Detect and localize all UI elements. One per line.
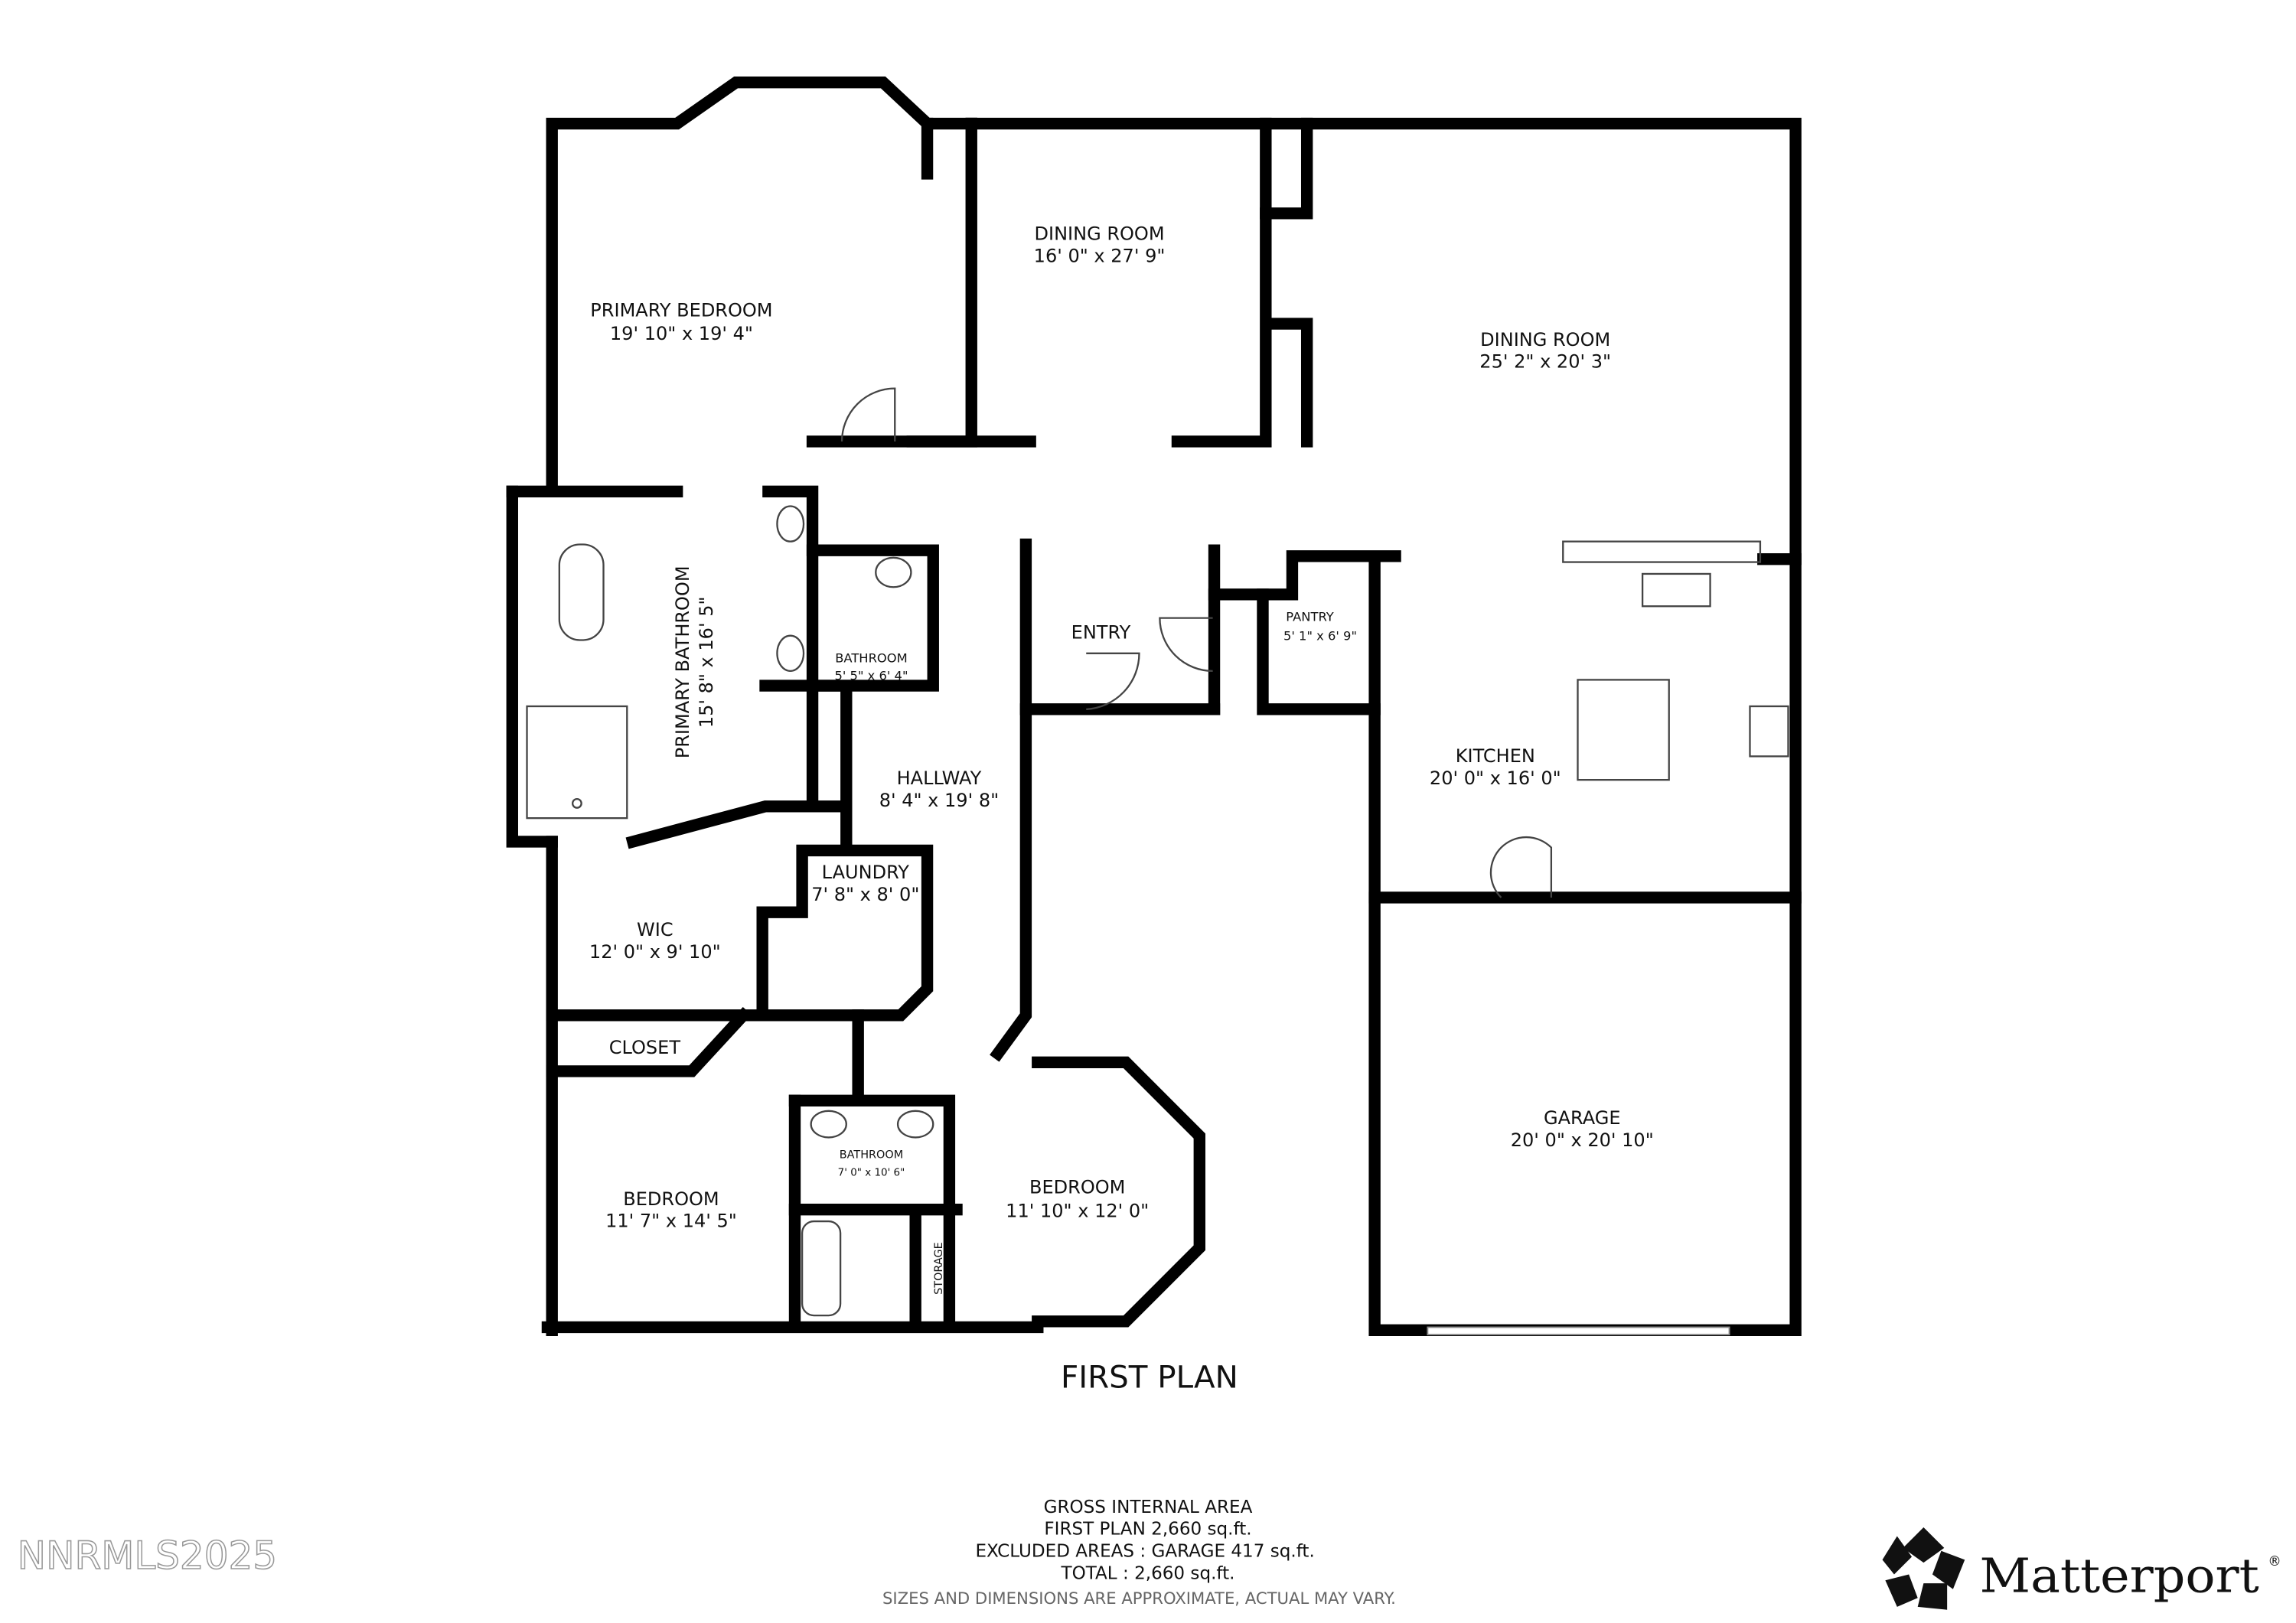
svg-text:BEDROOM: BEDROOM xyxy=(623,1188,719,1210)
svg-text:16' 0" x 27' 9": 16' 0" x 27' 9" xyxy=(1034,245,1166,266)
svg-text:25' 2" x 20' 3": 25' 2" x 20' 3" xyxy=(1479,351,1611,373)
svg-text:SIZES AND DIMENSIONS ARE APPRO: SIZES AND DIMENSIONS ARE APPROXIMATE, AC… xyxy=(882,1589,1396,1608)
svg-text:EXCLUDED AREAS : GARAGE 417 s: EXCLUDED AREAS : GARAGE 417 sq.ft. xyxy=(975,1541,1314,1561)
walls xyxy=(506,76,1802,1337)
svg-text:KITCHEN: KITCHEN xyxy=(1456,745,1535,767)
svg-text:FIRST PLAN 2,660 sq.ft.: FIRST PLAN 2,660 sq.ft. xyxy=(1044,1520,1251,1540)
svg-text:7' 8" x 8' 0": 7' 8" x 8' 0" xyxy=(811,884,919,905)
svg-text:DINING ROOM: DINING ROOM xyxy=(1480,329,1610,350)
svg-text:CLOSET: CLOSET xyxy=(609,1037,681,1058)
svg-text:BEDROOM: BEDROOM xyxy=(1029,1177,1125,1198)
fixtures xyxy=(526,387,1789,1336)
svg-text:GROSS INTERNAL AREA: GROSS INTERNAL AREA xyxy=(1044,1498,1253,1517)
svg-text:15' 8" x 16' 5": 15' 8" x 16' 5" xyxy=(696,596,717,728)
svg-text:LAUNDRY: LAUNDRY xyxy=(822,862,910,883)
room-bathroom-bottom: BATHROOM 7' 0" x 10' 6" xyxy=(838,1149,905,1178)
area-summary: GROSS INTERNAL AREA FIRST PLAN 2,660 sq.… xyxy=(882,1498,1396,1608)
room-storage: STORAGE xyxy=(933,1242,945,1295)
matterport-logo-icon xyxy=(1882,1527,1965,1610)
svg-text:5' 1" x 6' 9": 5' 1" x 6' 9" xyxy=(1283,628,1357,643)
svg-text:11' 10" x 12' 0": 11' 10" x 12' 0" xyxy=(1006,1200,1149,1221)
svg-text:ENTRY: ENTRY xyxy=(1071,622,1131,644)
svg-text:11' 7" x 14' 5": 11' 7" x 14' 5" xyxy=(605,1211,737,1232)
svg-text:20' 0" x 20' 10": 20' 0" x 20' 10" xyxy=(1511,1129,1654,1151)
svg-text:19' 10" x 19' 4": 19' 10" x 19' 4" xyxy=(610,323,753,344)
svg-text:12' 0" x 9' 10": 12' 0" x 9' 10" xyxy=(589,941,721,963)
svg-text:DINING ROOM: DINING ROOM xyxy=(1035,223,1165,244)
watermark: NNRMLS2025 xyxy=(18,1533,277,1578)
svg-text:BATHROOM: BATHROOM xyxy=(835,650,908,665)
svg-text:5' 5" x 6' 4": 5' 5" x 6' 4" xyxy=(834,668,908,683)
room-bathroom-small: BATHROOM 5' 5" x 6' 4" xyxy=(834,650,908,683)
svg-text:20' 0" x 16' 0": 20' 0" x 16' 0" xyxy=(1430,768,1561,789)
brand-name: Matterport xyxy=(1979,1549,2259,1604)
room-entry: ENTRY xyxy=(1071,622,1131,644)
plan-title: FIRST PLAN xyxy=(1061,1359,1238,1395)
svg-text:BATHROOM: BATHROOM xyxy=(840,1149,903,1161)
svg-text:WIC: WIC xyxy=(637,919,673,940)
svg-text:TOTAL : 2,660 sq.ft.: TOTAL : 2,660 sq.ft. xyxy=(1060,1563,1234,1583)
svg-text:8' 4" x 19' 8": 8' 4" x 19' 8" xyxy=(879,790,999,811)
brand-mark: ® xyxy=(2268,1554,2281,1569)
svg-text:STORAGE: STORAGE xyxy=(933,1242,945,1295)
svg-text:PRIMARY BEDROOM: PRIMARY BEDROOM xyxy=(590,299,772,321)
room-pantry: PANTRY 5' 1" x 6' 9" xyxy=(1283,609,1357,643)
matterport-logo: Matterport ® xyxy=(1882,1527,2281,1610)
svg-text:PRIMARY BATHROOM: PRIMARY BATHROOM xyxy=(672,565,693,758)
room-closet: CLOSET xyxy=(609,1037,681,1058)
svg-text:PANTRY: PANTRY xyxy=(1286,609,1333,624)
svg-text:HALLWAY: HALLWAY xyxy=(897,768,982,789)
svg-text:7' 0" x 10' 6": 7' 0" x 10' 6" xyxy=(838,1167,905,1178)
svg-text:GARAGE: GARAGE xyxy=(1544,1107,1621,1129)
